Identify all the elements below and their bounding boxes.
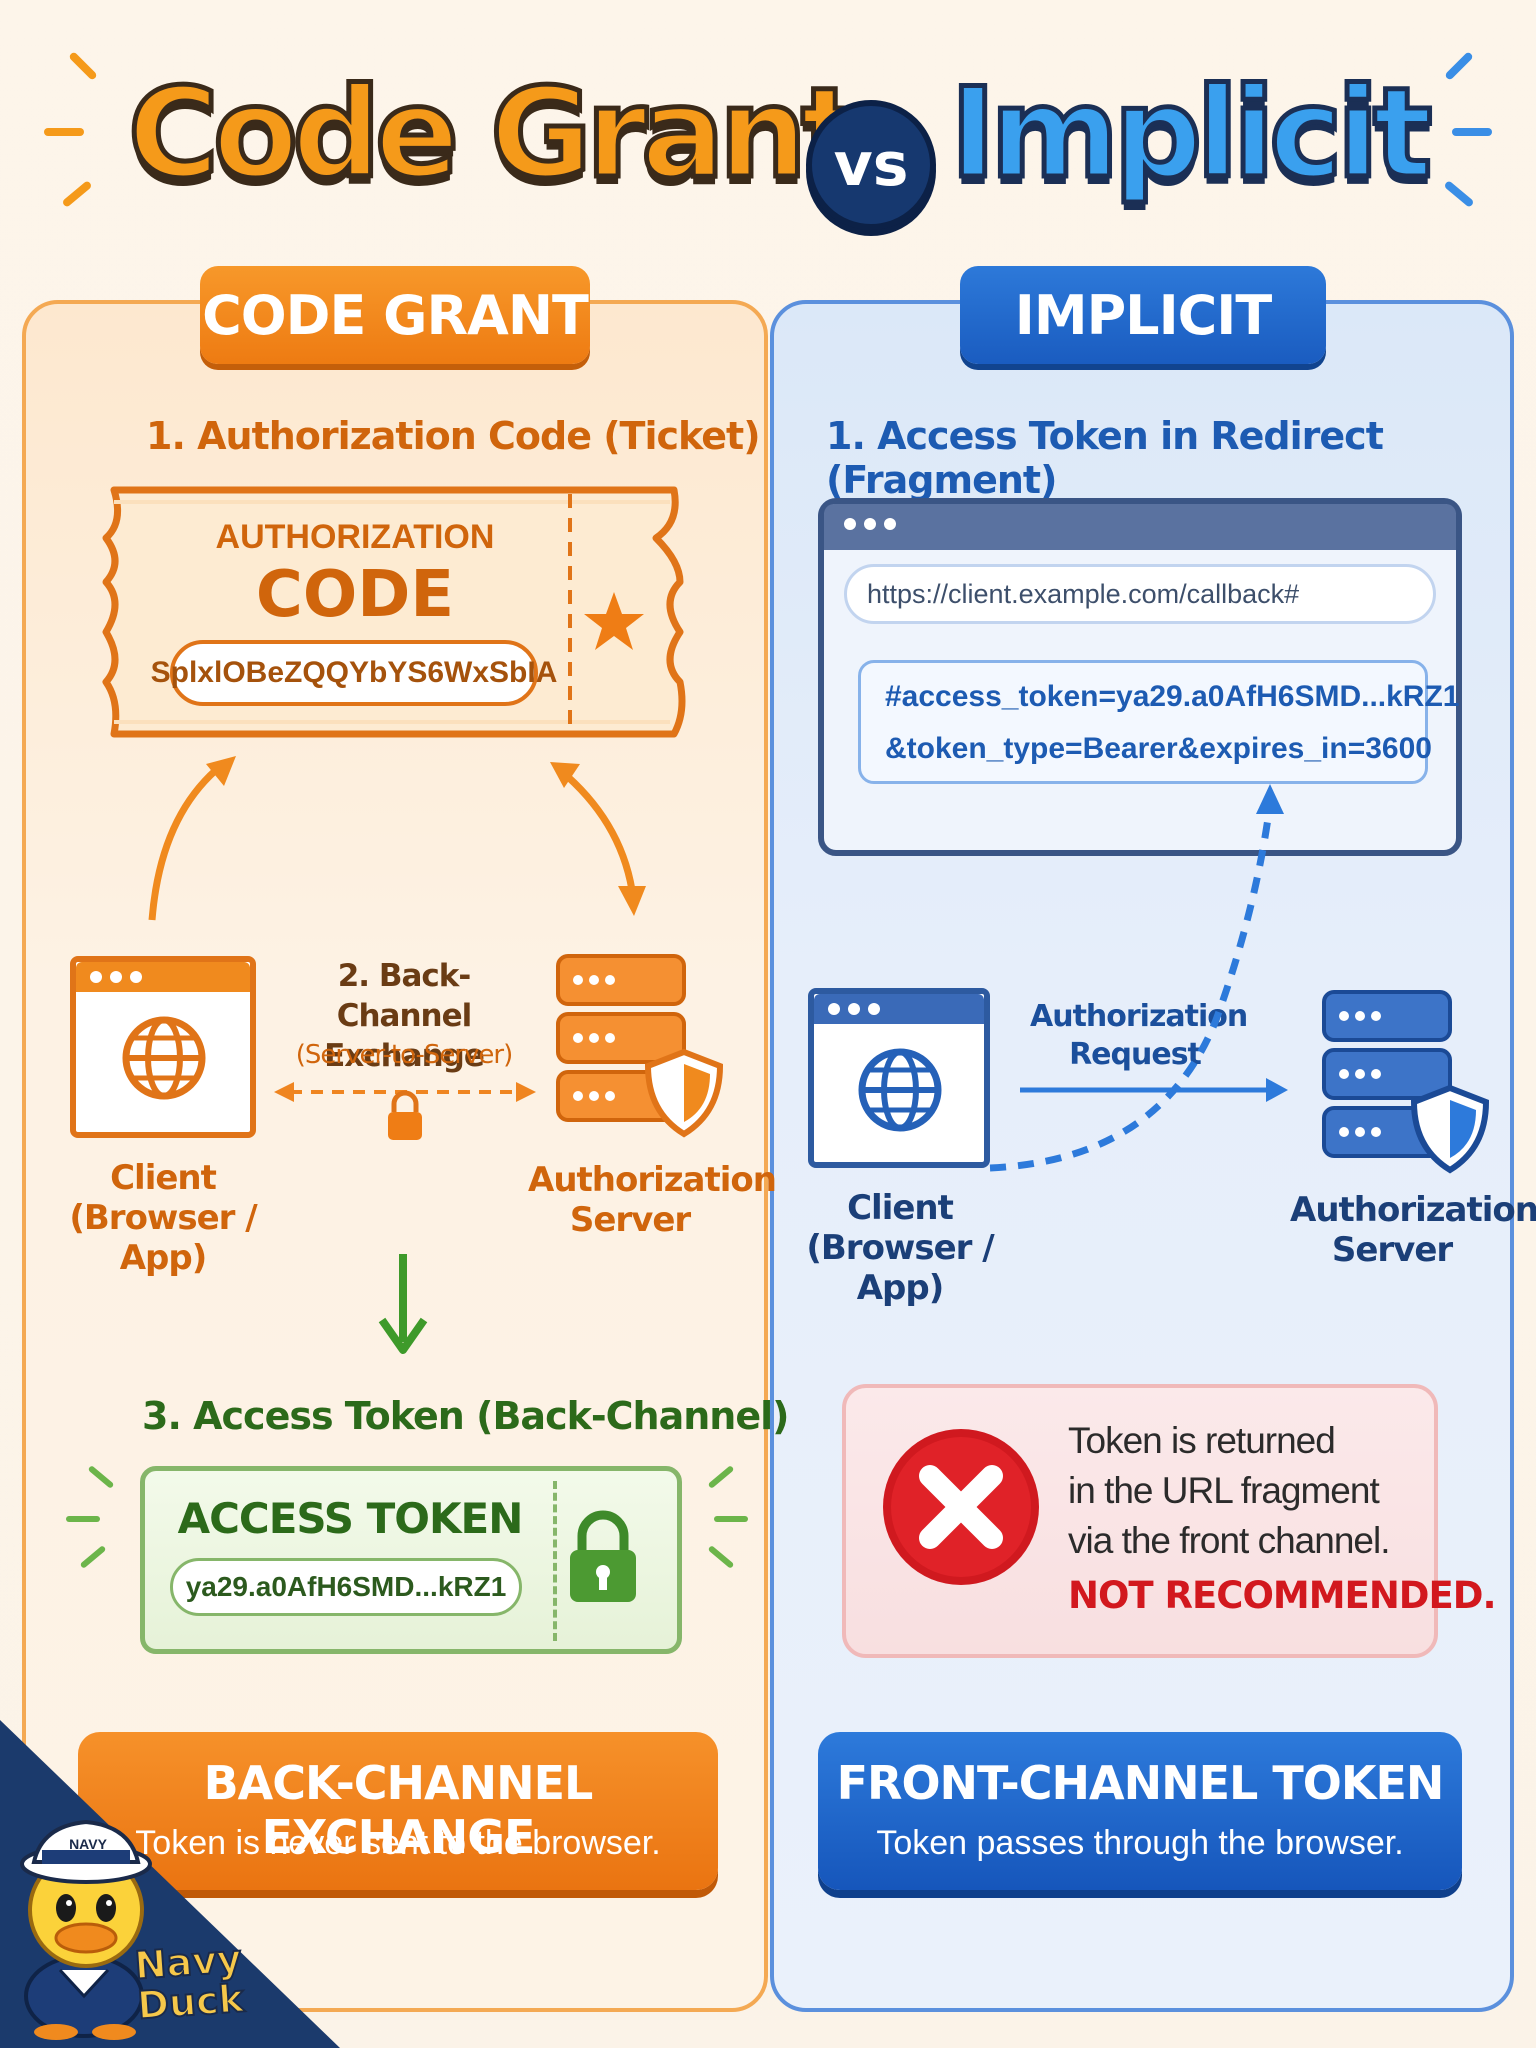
warning-line-2: in the URL fragment — [1068, 1470, 1380, 1511]
server-icon — [556, 954, 724, 1138]
x-icon — [883, 1429, 1039, 1585]
implicit-tab: IMPLICIT — [960, 266, 1326, 364]
ticket-arrows — [148, 756, 646, 921]
warning-line-1: Token is returned — [1068, 1420, 1336, 1461]
lock-icon — [388, 1090, 422, 1140]
right-client-label: Client(Browser / App) — [806, 1188, 994, 1308]
authorization-code-value: SplxlOBeZQQYbYS6WxSbIA — [151, 640, 557, 706]
mascot-hat-text: NAVY — [69, 1836, 107, 1852]
implicit-arrows — [989, 784, 1288, 1172]
step1-heading: 1. Authorization Code (Ticket) — [146, 414, 761, 458]
title-code-grant: Code Grant — [125, 62, 862, 206]
implicit-globe-icon — [858, 1048, 942, 1132]
back-channel-arrow — [274, 1082, 536, 1140]
warning-line-3: via the front channel. — [1068, 1520, 1390, 1561]
title-implicit: Implicit — [947, 62, 1434, 206]
star-icon — [584, 592, 644, 650]
back-channel-banner: BACK-CHANNEL EXCHANGE Token is never sen… — [78, 1732, 718, 1890]
not-recommended-label: NOT RECOMMENDED. — [1068, 1574, 1497, 1617]
left-client-label: Client(Browser / App) — [69, 1158, 257, 1278]
ticket-label: AUTHORIZATION — [215, 518, 495, 556]
vs-badge: vs — [806, 100, 936, 230]
implicit-step1-heading: 1. Access Token in Redirect (Fragment) — [826, 414, 1384, 502]
step2-note: (Server-to-Server) — [295, 1040, 514, 1070]
globe-icon — [122, 1016, 206, 1100]
front-channel-banner: FRONT-CHANNEL TOKEN Token passes through… — [818, 1732, 1462, 1890]
implicit-client-browser-window — [808, 988, 990, 1168]
step3-heading: 3. Access Token (Back-Channel) — [142, 1394, 789, 1438]
ticket-headline: CODE — [255, 558, 455, 632]
code-grant-tab: CODE GRANT — [200, 266, 590, 364]
padlock-icon — [570, 1510, 636, 1602]
url-bar: https://client.example.com/callback# — [844, 564, 1436, 624]
down-arrow — [378, 1254, 428, 1354]
url-fragment: #access_token=ya29.a0AfH6SMD...kRZ1 &tok… — [858, 660, 1459, 784]
implicit-server-icon — [1322, 990, 1490, 1174]
duck-mascot-icon — [20, 1819, 152, 2040]
client-browser-window — [70, 956, 256, 1138]
access-token-value: ya29.a0AfH6SMD...kRZ1 — [170, 1558, 522, 1616]
access-token-title: ACCESS TOKEN — [177, 1494, 524, 1543]
